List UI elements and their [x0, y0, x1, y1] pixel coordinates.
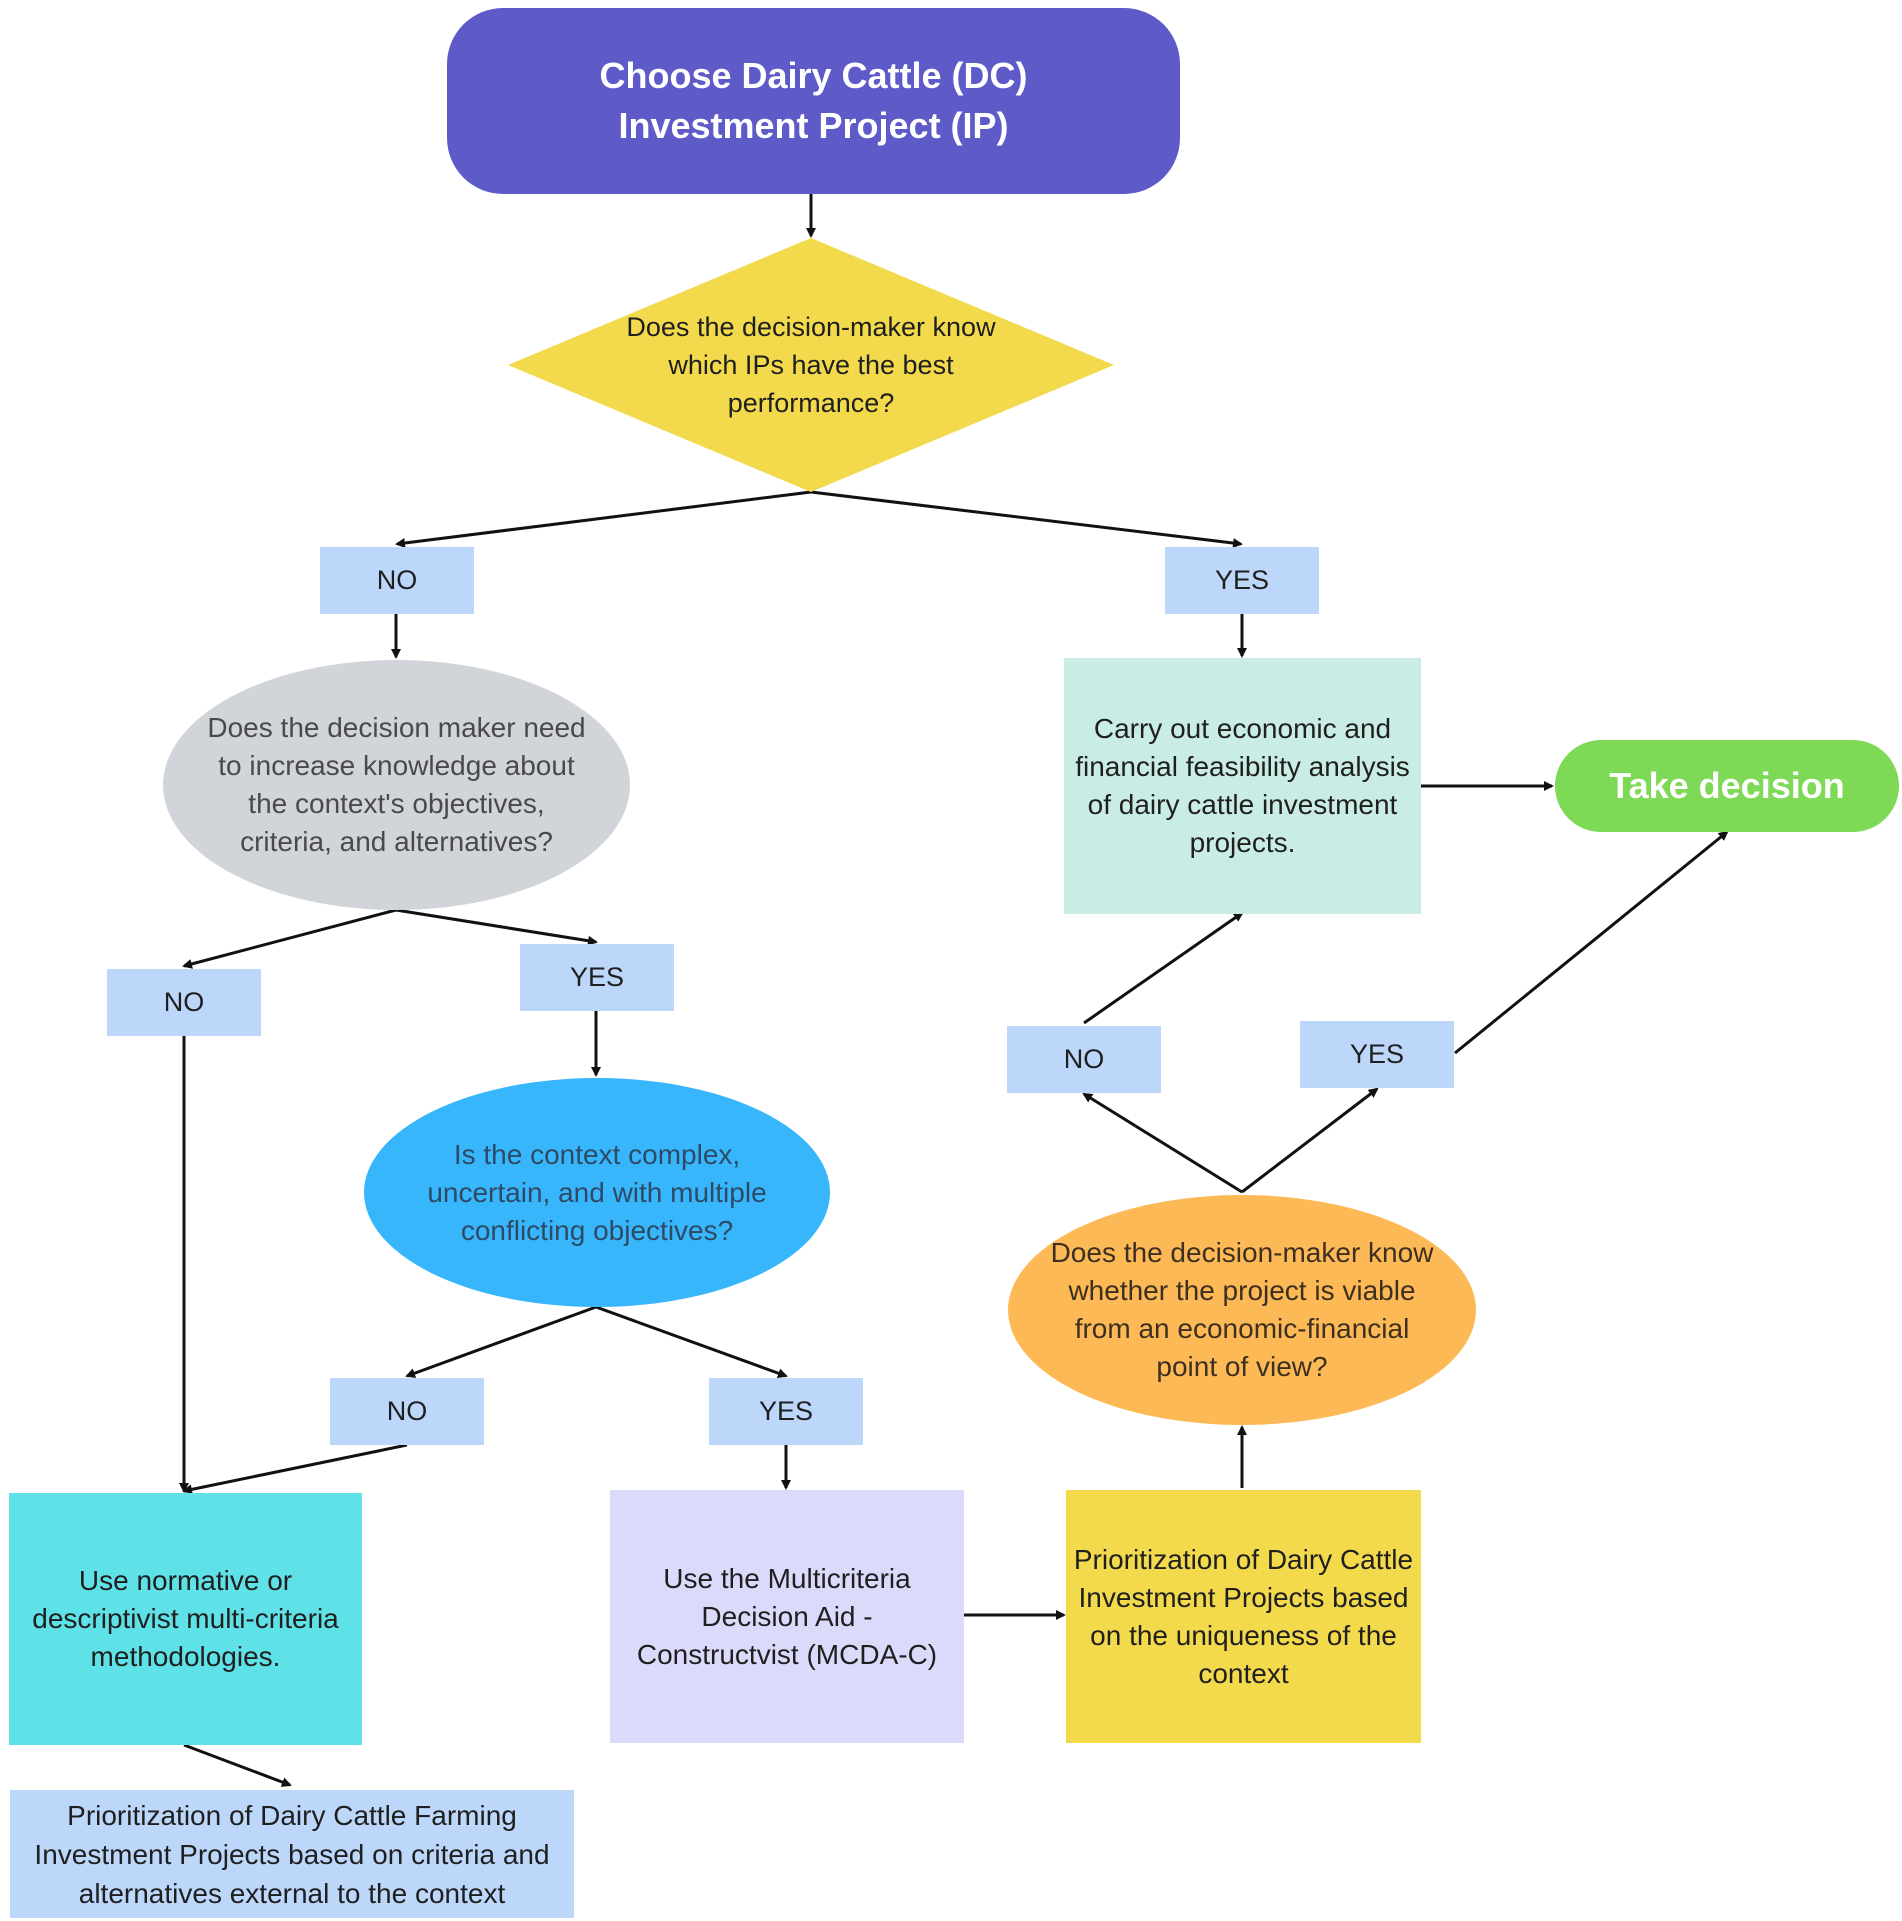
arrow-q3-to-no3 [405, 1305, 597, 1378]
label-yes-4: YES [1300, 1021, 1454, 1088]
arrow-q1-to-no1 [395, 490, 812, 548]
question-complex-context: Is the context complex, uncertain, and w… [364, 1078, 830, 1307]
decision-diamond-best-performance: Does the decision-maker know which IPs h… [508, 238, 1114, 492]
arrow-normative-to-external [183, 1743, 292, 1787]
arrow-no3-to-normative [182, 1443, 408, 1495]
label-no-3: NO [330, 1378, 484, 1445]
mcda-c-text: Use the Multicriteria Decision Aid - Con… [636, 1562, 938, 1670]
arrow-q2-to-no2 [182, 908, 397, 969]
label-no-1: NO [320, 547, 474, 614]
diamond-shape [508, 238, 1114, 492]
question-viability-text: Does the decision-maker know whether the… [1050, 1237, 1434, 1382]
question-complex-context-text: Is the context complex, uncertain, and w… [427, 1138, 767, 1246]
label-no-2: NO [107, 969, 261, 1036]
arrow-q4-to-yes4 [1241, 1087, 1379, 1194]
normative-methodologies-box: Use normative or descriptivist multi-cri… [9, 1493, 362, 1745]
prioritization-external-text: Prioritization of Dairy Cattle Farming I… [34, 1799, 550, 1909]
start-terminal-text: Choose Dairy Cattle (DC) Investment Proj… [599, 55, 1028, 146]
question-viability: Does the decision-maker know whether the… [1008, 1195, 1476, 1425]
label-yes-1: YES [1165, 547, 1319, 614]
feasibility-analysis-text: Carry out economic and financial feasibi… [1075, 713, 1410, 858]
question-increase-knowledge: Does the decision maker need to increase… [163, 660, 630, 910]
normative-methodologies-text: Use normative or descriptivist multi-cri… [32, 1565, 339, 1672]
arrow-q4-to-no4 [1082, 1092, 1243, 1194]
arrow-q3-to-yes3 [595, 1305, 788, 1378]
feasibility-analysis-box: Carry out economic and financial feasibi… [1064, 658, 1421, 914]
label-yes-3: YES [709, 1378, 863, 1445]
start-terminal: Choose Dairy Cattle (DC) Investment Proj… [447, 8, 1180, 194]
diamond-question-text: Does the decision-maker know which IPs h… [626, 312, 996, 418]
mcda-c-box: Use the Multicriteria Decision Aid - Con… [610, 1490, 964, 1743]
prioritization-context-text: Prioritization of Dairy Cattle Investmen… [1073, 1543, 1414, 1689]
arrow-yes4-to-decision [1454, 830, 1729, 1055]
arrow-no4-to-feasibility [1083, 911, 1244, 1025]
prioritization-external-box: Prioritization of Dairy Cattle Farming I… [10, 1790, 574, 1918]
take-decision-text: Take decision [1609, 765, 1845, 806]
label-yes-2: YES [520, 944, 674, 1011]
arrow-q2-to-yes2 [395, 908, 598, 946]
take-decision-terminal: Take decision [1555, 740, 1899, 832]
arrow-q1-to-yes1 [810, 490, 1243, 549]
prioritization-context-box: Prioritization of Dairy Cattle Investmen… [1066, 1490, 1421, 1743]
label-no-4: NO [1007, 1026, 1161, 1093]
question-increase-knowledge-text: Does the decision maker need to increase… [207, 712, 586, 857]
